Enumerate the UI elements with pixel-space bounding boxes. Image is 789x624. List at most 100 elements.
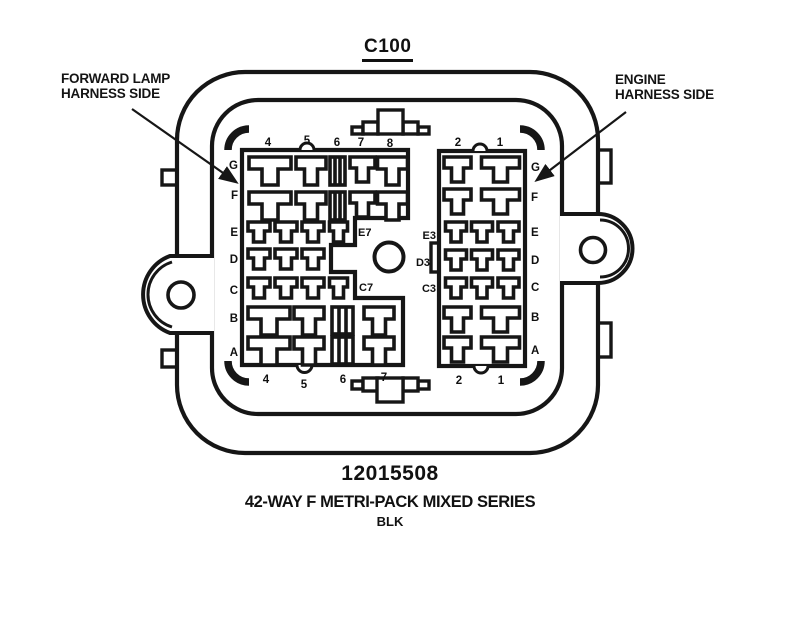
top-lock-tab [350, 108, 431, 136]
right-row-label-b: B [531, 312, 539, 324]
terminal-cavity [246, 335, 292, 367]
terminal-cavity [469, 276, 495, 300]
footer-block: 12015508 42-WAY F METRI-PACK MIXED SERIE… [0, 462, 780, 529]
terminal-cavity [273, 276, 299, 300]
engine-callout: ENGINE HARNESS SIDE [615, 72, 714, 102]
column-number: 5 [304, 135, 311, 147]
terminal-cavity [479, 305, 522, 334]
left-bolt-hole [166, 280, 196, 310]
right-row-label-g: G [531, 162, 540, 174]
blanked-cavity [328, 190, 347, 222]
left-row-label-g: G [229, 160, 238, 172]
terminal-cavity [300, 247, 326, 271]
forward-lamp-arrow [131, 108, 239, 184]
bottom-key-bump [295, 364, 314, 374]
terminal-cavity [273, 247, 299, 271]
right-row-label-e: E [531, 227, 539, 239]
right-mounting-ear [560, 212, 635, 285]
terminal-cavity [443, 248, 469, 272]
cavity-label-e3: E3 [423, 230, 436, 242]
corner-key-arcs [224, 125, 545, 386]
terminal-cavity [442, 187, 473, 216]
right-row-labels: G F E D C B A [531, 162, 540, 357]
terminal-cavity [443, 220, 469, 244]
forward-lamp-callout-line2: HARNESS SIDE [61, 86, 160, 101]
connector-id-title: C100 [362, 36, 414, 62]
terminal-cavity [375, 155, 410, 187]
terminal-cavity [479, 187, 522, 216]
column-number: 1 [498, 375, 505, 387]
key-arc-bottom-left [224, 360, 250, 386]
cavity-label-d3: D3 [416, 257, 430, 269]
key-arc-bottom-right [519, 360, 545, 386]
left-row-label-b: B [230, 313, 238, 325]
terminal-cavity [273, 220, 299, 244]
engine-callout-line1: ENGINE [615, 72, 666, 87]
key-arc-top-right [519, 125, 545, 151]
engine-arrow [534, 111, 627, 183]
right-bolt-hole [578, 235, 608, 265]
column-number: 4 [263, 374, 270, 386]
forward-lamp-callout-line1: FORWARD LAMP [61, 71, 171, 86]
terminal-cavity [247, 190, 293, 222]
series-description: 42-WAY F METRI-PACK MIXED SERIES [244, 493, 536, 511]
left-row-label-d: D [230, 254, 238, 266]
blanked-cavity [328, 155, 347, 187]
left-row-label-e: E [230, 227, 238, 239]
terminal-cavity [300, 276, 326, 300]
terminal-cavity [246, 247, 272, 271]
blanked-cavity [330, 335, 355, 366]
cavity-label-c3: C3 [422, 283, 436, 295]
column-number: 7 [381, 372, 387, 384]
terminal-cavity [348, 190, 377, 219]
part-number: 12015508 [341, 462, 439, 485]
top-key-bump [471, 142, 489, 152]
terminal-cavity [496, 220, 521, 244]
terminal-cavity [496, 248, 521, 272]
terminal-cavity [442, 305, 473, 334]
terminal-cavity [294, 190, 328, 222]
terminal-cavity [375, 190, 410, 222]
cavity-position-labels: E7 C7 E3 D3 C3 [358, 227, 436, 295]
left-top-column-numbers: 4 5 6 7 8 [265, 135, 394, 150]
column-number: 7 [358, 137, 364, 149]
terminal-cavity [246, 305, 292, 337]
terminal-cavity [479, 335, 522, 364]
forward-lamp-callout: FORWARD LAMP HARNESS SIDE [61, 71, 170, 101]
left-row-labels: G F E D C B A [229, 160, 238, 359]
right-top-column-numbers: 2 1 [455, 137, 504, 149]
right-row-label-c: C [531, 282, 539, 294]
terminal-cavity [362, 305, 396, 337]
column-number: 8 [387, 138, 394, 150]
column-number: 2 [456, 375, 462, 387]
connector-color-code: BLK [376, 514, 404, 529]
terminal-cavity [292, 335, 326, 367]
right-row-label-f: F [531, 192, 538, 204]
column-number: 1 [497, 137, 504, 149]
terminal-cavity [246, 220, 272, 244]
terminal-cavity [442, 335, 473, 364]
terminal-cavity [327, 220, 350, 244]
terminal-cavity [442, 155, 473, 184]
terminal-cavity [300, 220, 326, 244]
right-row-label-d: D [531, 255, 539, 267]
bottom-lock-tab [350, 376, 431, 404]
terminal-cavity [327, 276, 350, 300]
terminal-cavity [479, 155, 522, 184]
blanked-cavity [330, 305, 355, 336]
right-row-label-a: A [531, 345, 539, 357]
column-number: 6 [340, 374, 346, 386]
left-row-label-a: A [230, 347, 238, 359]
column-number: 6 [334, 137, 340, 149]
column-number: 4 [265, 137, 272, 149]
left-mounting-ear [141, 254, 214, 335]
column-number: 2 [455, 137, 461, 149]
left-row-label-c: C [230, 285, 238, 297]
terminal-cavity [294, 155, 328, 187]
cavity-label-e7: E7 [358, 227, 371, 239]
engine-callout-line2: HARNESS SIDE [615, 87, 714, 102]
terminal-cavity [469, 248, 495, 272]
terminal-cavity [246, 276, 272, 300]
